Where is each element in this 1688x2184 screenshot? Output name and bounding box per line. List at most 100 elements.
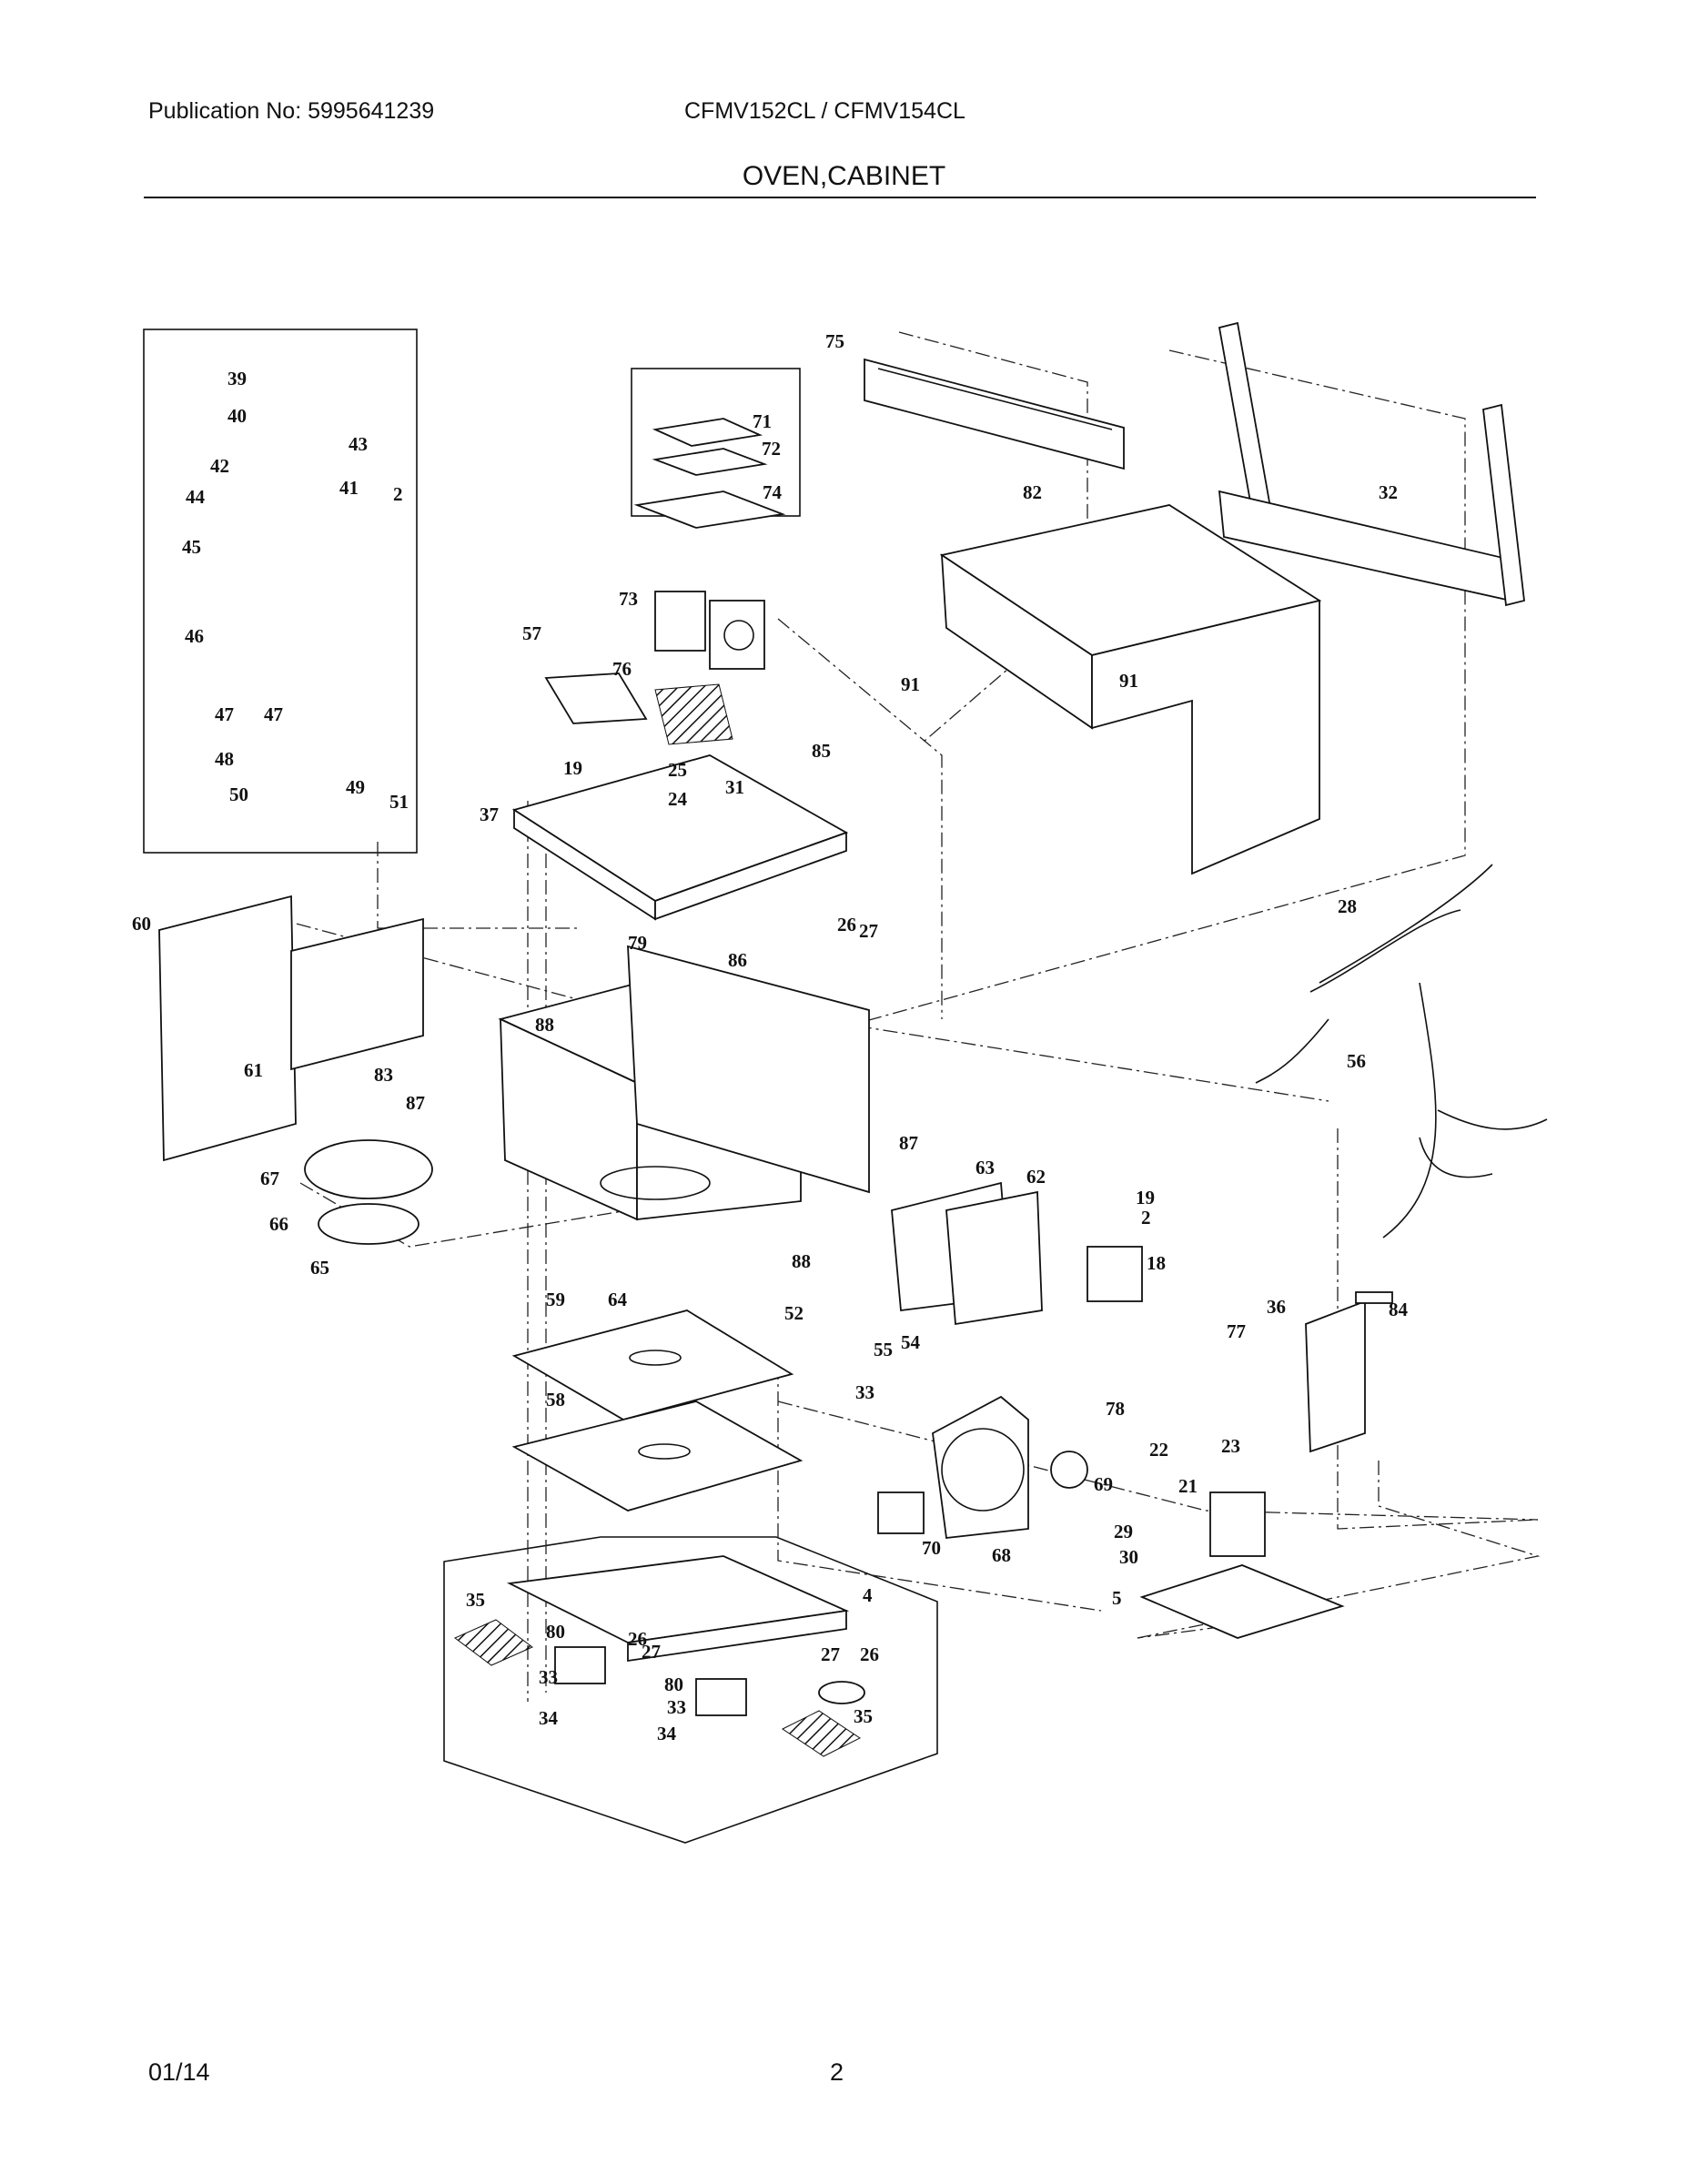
inset-box-bottom <box>443 1536 938 1844</box>
callout-73: 73 <box>619 588 638 610</box>
page-number: 2 <box>830 2058 844 2086</box>
blower-parts <box>877 1395 1088 1539</box>
publication-number: Publication No: 5995641239 <box>148 98 435 124</box>
callout-26: 26 <box>837 914 856 935</box>
callout-23: 23 <box>1221 1435 1240 1457</box>
callout-56: 56 <box>1347 1050 1366 1072</box>
transformer-parts <box>1139 1491 1345 1639</box>
callout-5: 5 <box>1112 1587 1122 1609</box>
callout-25: 25 <box>668 759 687 781</box>
callout-54: 54 <box>901 1331 921 1353</box>
inset-box-turntable <box>143 329 418 854</box>
callout-27b: 27 <box>642 1641 661 1663</box>
footer-date: 01/14 <box>148 2058 210 2086</box>
callout-35: 35 <box>466 1589 485 1611</box>
callout-63: 63 <box>975 1157 995 1178</box>
callout-50: 50 <box>229 784 248 805</box>
callout-64: 64 <box>608 1289 628 1310</box>
base-plate-part <box>511 754 849 921</box>
callout-2b: 2 <box>1141 1207 1151 1228</box>
grille-panel-parts <box>544 672 733 745</box>
callout-24: 24 <box>668 788 688 810</box>
light-filter-parts <box>454 1619 865 1757</box>
turntable-parts <box>304 1139 433 1245</box>
callout-34b: 34 <box>657 1723 677 1744</box>
callout-80b: 80 <box>664 1673 683 1695</box>
callout-77: 77 <box>1227 1320 1246 1342</box>
callout-80: 80 <box>546 1621 565 1643</box>
callout-60: 60 <box>132 913 151 935</box>
callout-74: 74 <box>763 481 783 503</box>
callout-91b: 91 <box>1119 670 1138 692</box>
mounting-bracket-part <box>1218 321 1525 607</box>
callout-72: 72 <box>762 438 781 460</box>
callout-88b: 88 <box>792 1250 811 1272</box>
callout-84: 84 <box>1389 1299 1409 1320</box>
callout-39: 39 <box>227 368 247 389</box>
callout-85: 85 <box>812 740 831 762</box>
callout-47: 47 <box>215 703 234 725</box>
callout-59: 59 <box>546 1289 565 1310</box>
callout-75: 75 <box>825 330 844 352</box>
callout-67: 67 <box>260 1168 279 1189</box>
callout-32: 32 <box>1379 481 1398 503</box>
callout-27: 27 <box>859 920 878 942</box>
callout-36: 36 <box>1267 1296 1286 1318</box>
callout-43: 43 <box>349 433 368 455</box>
callout-labels: 39 40 42 43 41 2 44 45 46 47 47 48 49 50… <box>132 330 1409 1744</box>
callout-91: 91 <box>901 673 920 695</box>
callout-87: 87 <box>406 1092 425 1114</box>
callout-31: 31 <box>725 776 744 798</box>
callout-79: 79 <box>628 932 647 954</box>
tray-parts <box>511 1309 804 1512</box>
oven-cavity-part <box>498 945 870 1221</box>
callout-22: 22 <box>1149 1439 1168 1461</box>
callout-58: 58 <box>546 1389 565 1410</box>
callout-30: 30 <box>1119 1546 1138 1568</box>
callout-52: 52 <box>784 1302 804 1324</box>
callout-51: 51 <box>389 791 409 813</box>
vent-grille-part <box>864 358 1125 470</box>
callout-49: 49 <box>346 776 365 798</box>
callout-70: 70 <box>922 1537 941 1559</box>
callout-83: 83 <box>374 1064 393 1086</box>
callout-57: 57 <box>522 622 541 644</box>
door-panel-parts <box>158 895 424 1162</box>
callout-19: 19 <box>563 757 582 779</box>
bottom-cover-part <box>506 1555 850 1663</box>
callout-27c: 27 <box>821 1643 840 1665</box>
callout-33b: 33 <box>539 1666 558 1688</box>
callout-47b: 47 <box>264 703 283 725</box>
callout-61: 61 <box>244 1059 263 1081</box>
callout-26c: 26 <box>860 1643 879 1665</box>
callout-65: 65 <box>310 1257 329 1279</box>
callout-35b: 35 <box>854 1705 873 1727</box>
wiring-parts <box>1255 864 1548 1239</box>
callout-71: 71 <box>753 410 772 432</box>
callout-40: 40 <box>227 405 247 427</box>
callout-33: 33 <box>855 1381 874 1403</box>
callout-46: 46 <box>185 625 204 647</box>
callout-18: 18 <box>1147 1252 1166 1274</box>
callout-82: 82 <box>1023 481 1042 503</box>
callout-78: 78 <box>1106 1398 1125 1420</box>
callout-66: 66 <box>269 1213 288 1235</box>
callout-34: 34 <box>539 1707 559 1729</box>
callout-4: 4 <box>863 1584 873 1606</box>
header-rule <box>144 197 1536 198</box>
callout-62: 62 <box>1026 1166 1046 1188</box>
section-title: OVEN,CABINET <box>742 161 946 191</box>
callout-37: 37 <box>480 804 499 825</box>
top-cover-part <box>939 504 1322 875</box>
callout-68: 68 <box>992 1544 1011 1566</box>
callout-87b: 87 <box>899 1132 918 1154</box>
callout-88: 88 <box>535 1014 554 1036</box>
control-board-parts <box>1305 1291 1393 1453</box>
callout-21: 21 <box>1178 1475 1198 1497</box>
callout-19b: 19 <box>1136 1187 1155 1208</box>
callout-33c: 33 <box>667 1696 686 1718</box>
callout-48: 48 <box>215 748 234 770</box>
callout-41: 41 <box>339 477 359 499</box>
callout-45: 45 <box>182 536 201 558</box>
